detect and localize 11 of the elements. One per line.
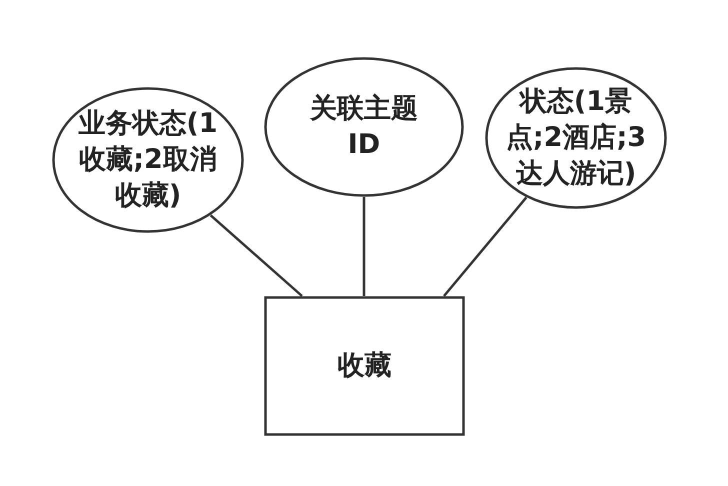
attribute-ellipse: [52, 87, 244, 233]
attribute-ellipse: [264, 57, 464, 197]
connector-line: [362, 197, 366, 296]
connector-line: [210, 214, 303, 297]
attribute-ellipse: [485, 67, 667, 209]
entity-label: 收藏: [336, 349, 392, 383]
attribute-label: 业务状态(1收藏;2取消收藏): [77, 107, 219, 213]
entity-box: [264, 296, 465, 436]
attribute-label: 关联主题ID: [308, 92, 419, 162]
connector-line: [443, 196, 528, 297]
attribute-label: 状态(1景点;2酒店;3达人游记): [504, 85, 648, 191]
